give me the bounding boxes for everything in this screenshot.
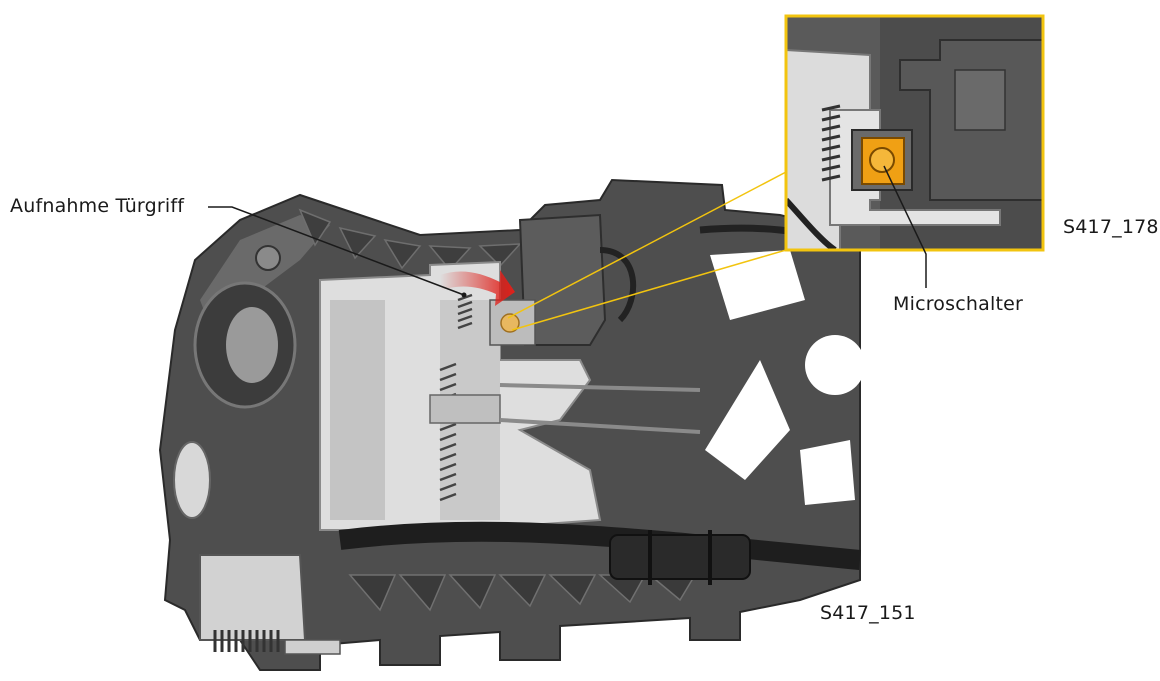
leader-dot-door-handle — [461, 292, 467, 298]
bowden-cable — [338, 521, 861, 570]
detail-border — [784, 14, 1045, 252]
zoom-line-top — [507, 171, 787, 319]
lever-block — [429, 394, 501, 424]
actuator-rod-1 — [499, 383, 701, 392]
actuator-rod-2 — [499, 418, 701, 434]
door-handle-assembly — [158, 178, 865, 671]
cable-sleeve — [609, 534, 751, 580]
figure-code-detail: S417_178 — [1063, 216, 1159, 238]
housing-shade — [330, 300, 385, 520]
microswitch-small — [500, 313, 520, 333]
frame-cutout-3 — [805, 335, 865, 395]
frame-cutout-1 — [710, 250, 805, 320]
bottom-pin — [284, 639, 341, 655]
detail-inset — [784, 14, 1045, 252]
frame-ribs-bottom — [348, 574, 697, 612]
detail-spring — [821, 104, 841, 182]
bottom-bracket — [199, 554, 307, 641]
figure-code-main: S417_151 — [820, 602, 916, 624]
frame-ribs-top — [298, 208, 522, 272]
mount-stud — [255, 245, 281, 271]
detail-cable — [786, 197, 837, 250]
roller — [173, 441, 211, 519]
leader-microswitch — [883, 165, 927, 288]
spring-upper — [457, 293, 473, 330]
frame-cutout-2 — [705, 360, 790, 480]
label-door-handle-mount: Aufnahme Türgriff — [10, 195, 185, 217]
detail-frame-window — [954, 69, 1006, 131]
lock-cylinder-bore — [226, 307, 278, 383]
switch-cable — [599, 247, 636, 323]
leader-door-handle-mount — [208, 206, 465, 296]
frame-cutout-4 — [800, 440, 855, 505]
zoom-line-bottom — [511, 249, 787, 331]
motion-arrow — [440, 270, 515, 306]
spring-bottom — [213, 630, 280, 652]
label-microswitch: Microschalter — [893, 293, 1023, 315]
microswitch-button — [869, 147, 895, 173]
